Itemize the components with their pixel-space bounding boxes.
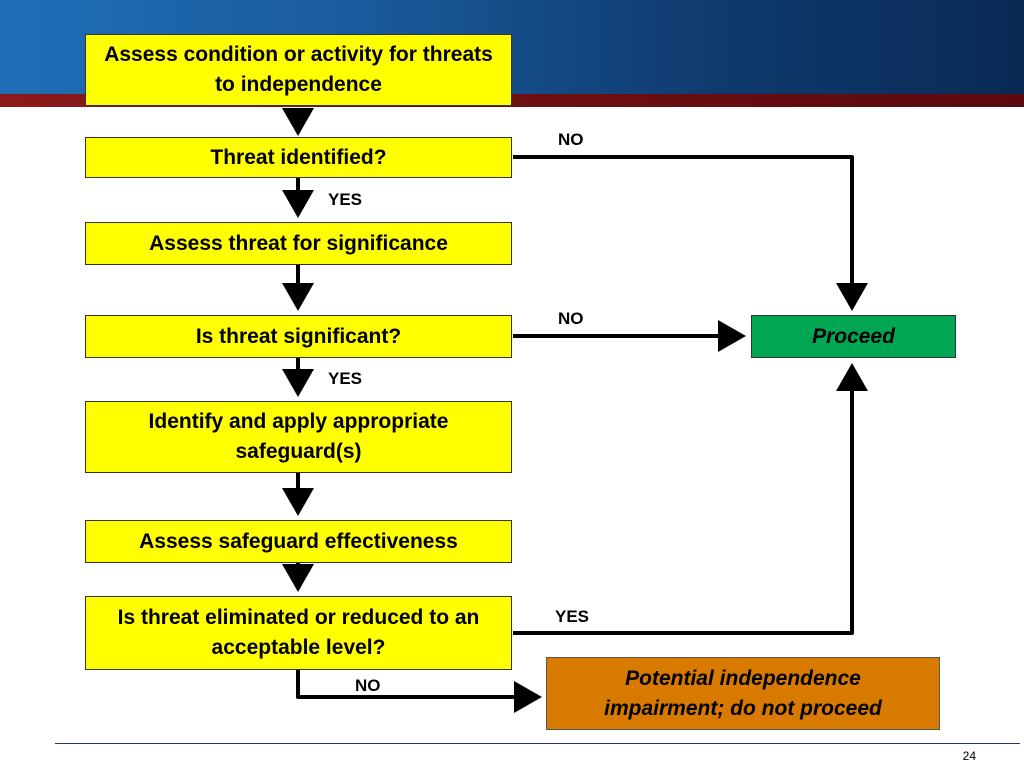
arrow-identified-no-to-proceed	[513, 155, 868, 311]
page-number: 24	[962, 749, 976, 763]
label-yes-eliminated: YES	[555, 607, 590, 626]
is-eliminated-box: Is threat eliminated or reduced to an ac…	[85, 596, 512, 670]
apply-safeguards-box: Identify and apply appropriate safeguard…	[85, 401, 512, 473]
arrow-eliminated-yes-to-proceed	[513, 363, 868, 635]
is-significant-box: Is threat significant?	[85, 315, 512, 358]
label-no-eliminated: NO	[355, 676, 381, 695]
arrow-eliminated-no-to-impairment	[296, 670, 542, 713]
proceed-box: Proceed	[751, 315, 956, 358]
label-yes-significant: YES	[328, 369, 363, 388]
label-no-identified: NO	[558, 130, 584, 149]
footer-divider	[55, 743, 1020, 744]
assess-significance-box: Assess threat for significance	[85, 222, 512, 265]
assess-effectiveness-box: Assess safeguard effectiveness	[85, 520, 512, 563]
assess-condition-box: Assess condition or activity for threats…	[85, 34, 512, 106]
label-yes-identified: YES	[328, 190, 363, 209]
impairment-box: Potential independence impairment; do no…	[546, 657, 940, 730]
threat-identified-box: Threat identified?	[85, 137, 512, 178]
label-no-significant: NO	[558, 309, 584, 328]
